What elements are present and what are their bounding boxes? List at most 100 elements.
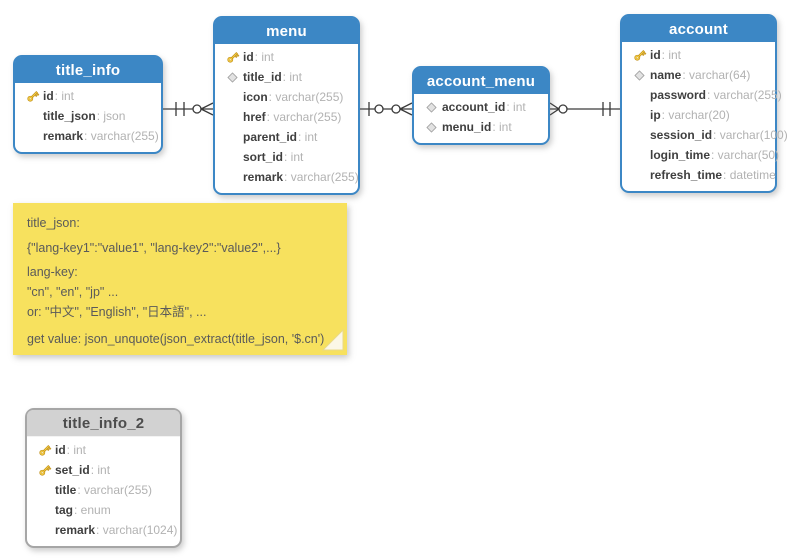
relationship-title_info-menu[interactable] xyxy=(163,102,214,116)
field-name: menu_id xyxy=(442,120,492,134)
field-row-parent_id[interactable]: parent_id: int xyxy=(215,127,358,147)
field-type: : int xyxy=(90,463,111,477)
field-type: : datetime xyxy=(723,168,776,182)
field-name: account_id xyxy=(442,100,506,114)
field-name: tag xyxy=(55,503,73,517)
table-title: menu xyxy=(266,22,307,40)
field-type: : varchar(255) xyxy=(266,110,342,124)
field-type: : varchar(255) xyxy=(84,129,159,143)
table-title: account_menu xyxy=(426,72,536,90)
relationship-menu-account_menu[interactable] xyxy=(360,102,413,116)
one-and-only-one-icon xyxy=(602,102,611,116)
field-name: remark xyxy=(55,523,96,537)
field-row-refresh_time[interactable]: refresh_time: datetime xyxy=(622,165,776,185)
zero-or-many-icon xyxy=(391,102,413,116)
field-name: id xyxy=(55,443,66,457)
table-title: account xyxy=(669,20,728,38)
table-header-title_info[interactable]: title_info xyxy=(15,57,161,83)
field-name: refresh_time xyxy=(650,168,723,182)
diamond-icon xyxy=(222,71,243,83)
field-row-remark[interactable]: remark: varchar(255) xyxy=(215,167,359,187)
field-row-id[interactable]: id: int xyxy=(27,440,180,460)
field-type: : int xyxy=(661,48,682,62)
field-row-title_json[interactable]: title_json: json xyxy=(15,106,161,126)
field-type: : int xyxy=(66,443,87,457)
table-header-title_info_2[interactable]: title_info_2 xyxy=(27,410,180,437)
field-row-ip[interactable]: ip: varchar(20) xyxy=(622,105,775,125)
table-header-account[interactable]: account xyxy=(622,16,775,42)
field-row-account_id[interactable]: account_id: int xyxy=(414,97,548,117)
field-type: : int xyxy=(282,70,303,84)
field-type: : int xyxy=(284,150,304,164)
one-and-only-one-icon xyxy=(175,102,185,116)
field-row-title_id[interactable]: title_id: int xyxy=(215,67,358,87)
field-row-tag[interactable]: tag: enum xyxy=(27,500,180,520)
field-name: id xyxy=(243,50,254,64)
field-type: : varchar(255) xyxy=(268,90,344,104)
field-row-remark[interactable]: remark: varchar(255) xyxy=(15,126,161,146)
field-type: : int xyxy=(298,130,318,144)
table-header-menu[interactable]: menu xyxy=(215,18,358,44)
field-row-id[interactable]: id: int xyxy=(622,45,775,65)
field-type: : varchar(255) xyxy=(77,483,153,497)
field-type: : int xyxy=(254,50,275,64)
relationship-account_menu-account[interactable] xyxy=(549,102,620,116)
field-row-password[interactable]: password: varchar(255) xyxy=(622,85,782,105)
field-type: : varchar(64) xyxy=(682,68,751,82)
diamond-icon xyxy=(421,121,442,133)
field-row-menu_id[interactable]: menu_id: int xyxy=(414,117,548,137)
key-icon xyxy=(22,89,43,103)
table-title: title_info_2 xyxy=(62,414,145,432)
field-type: : varchar(20) xyxy=(661,108,730,122)
field-row-id[interactable]: id: int xyxy=(15,86,161,106)
field-name: remark xyxy=(43,129,84,143)
field-name: sort_id xyxy=(243,150,284,164)
zero-or-one-icon xyxy=(368,102,384,116)
field-row-href[interactable]: href: varchar(255) xyxy=(215,107,358,127)
field-name: name xyxy=(650,68,682,82)
field-row-id[interactable]: id: int xyxy=(215,47,358,67)
field-type: : int xyxy=(54,89,75,103)
field-name: icon xyxy=(243,90,268,104)
field-type: : varchar(50) xyxy=(711,148,780,162)
field-row-title[interactable]: title: varchar(255) xyxy=(27,480,180,500)
zero-or-many-icon xyxy=(549,102,568,116)
field-name: login_time xyxy=(650,148,711,162)
field-name: title_id xyxy=(243,70,282,84)
sticky-note-line: get value: json_unquote(json_extract(tit… xyxy=(27,332,325,346)
field-type: : int xyxy=(506,100,526,114)
field-type: : varchar(100) xyxy=(713,128,788,142)
table-header-account_menu[interactable]: account_menu xyxy=(414,68,548,94)
field-row-login_time[interactable]: login_time: varchar(50) xyxy=(622,145,779,165)
sticky-note-line: title_json: xyxy=(27,216,80,230)
field-row-remark[interactable]: remark: varchar(1024) xyxy=(27,520,180,540)
field-row-session_id[interactable]: session_id: varchar(100) xyxy=(622,125,788,145)
field-row-icon[interactable]: icon: varchar(255) xyxy=(215,87,358,107)
field-name: title xyxy=(55,483,77,497)
field-name: session_id xyxy=(650,128,713,142)
field-name: id xyxy=(43,89,54,103)
zero-or-many-icon xyxy=(192,102,214,116)
field-row-set_id[interactable]: set_id: int xyxy=(27,460,180,480)
key-icon xyxy=(34,443,55,457)
sticky-note-text: title_json:{"lang-key1":"value1", "lang-… xyxy=(27,213,333,349)
key-icon xyxy=(629,48,650,62)
sticky-note[interactable]: title_json:{"lang-key1":"value1", "lang-… xyxy=(13,203,347,355)
sticky-note-line: lang-key: xyxy=(27,265,78,279)
key-icon xyxy=(222,50,243,64)
field-type: : json xyxy=(96,109,126,123)
field-name: remark xyxy=(243,170,284,184)
field-row-name[interactable]: name: varchar(64) xyxy=(622,65,775,85)
field-name: ip xyxy=(650,108,661,122)
field-row-sort_id[interactable]: sort_id: int xyxy=(215,147,358,167)
